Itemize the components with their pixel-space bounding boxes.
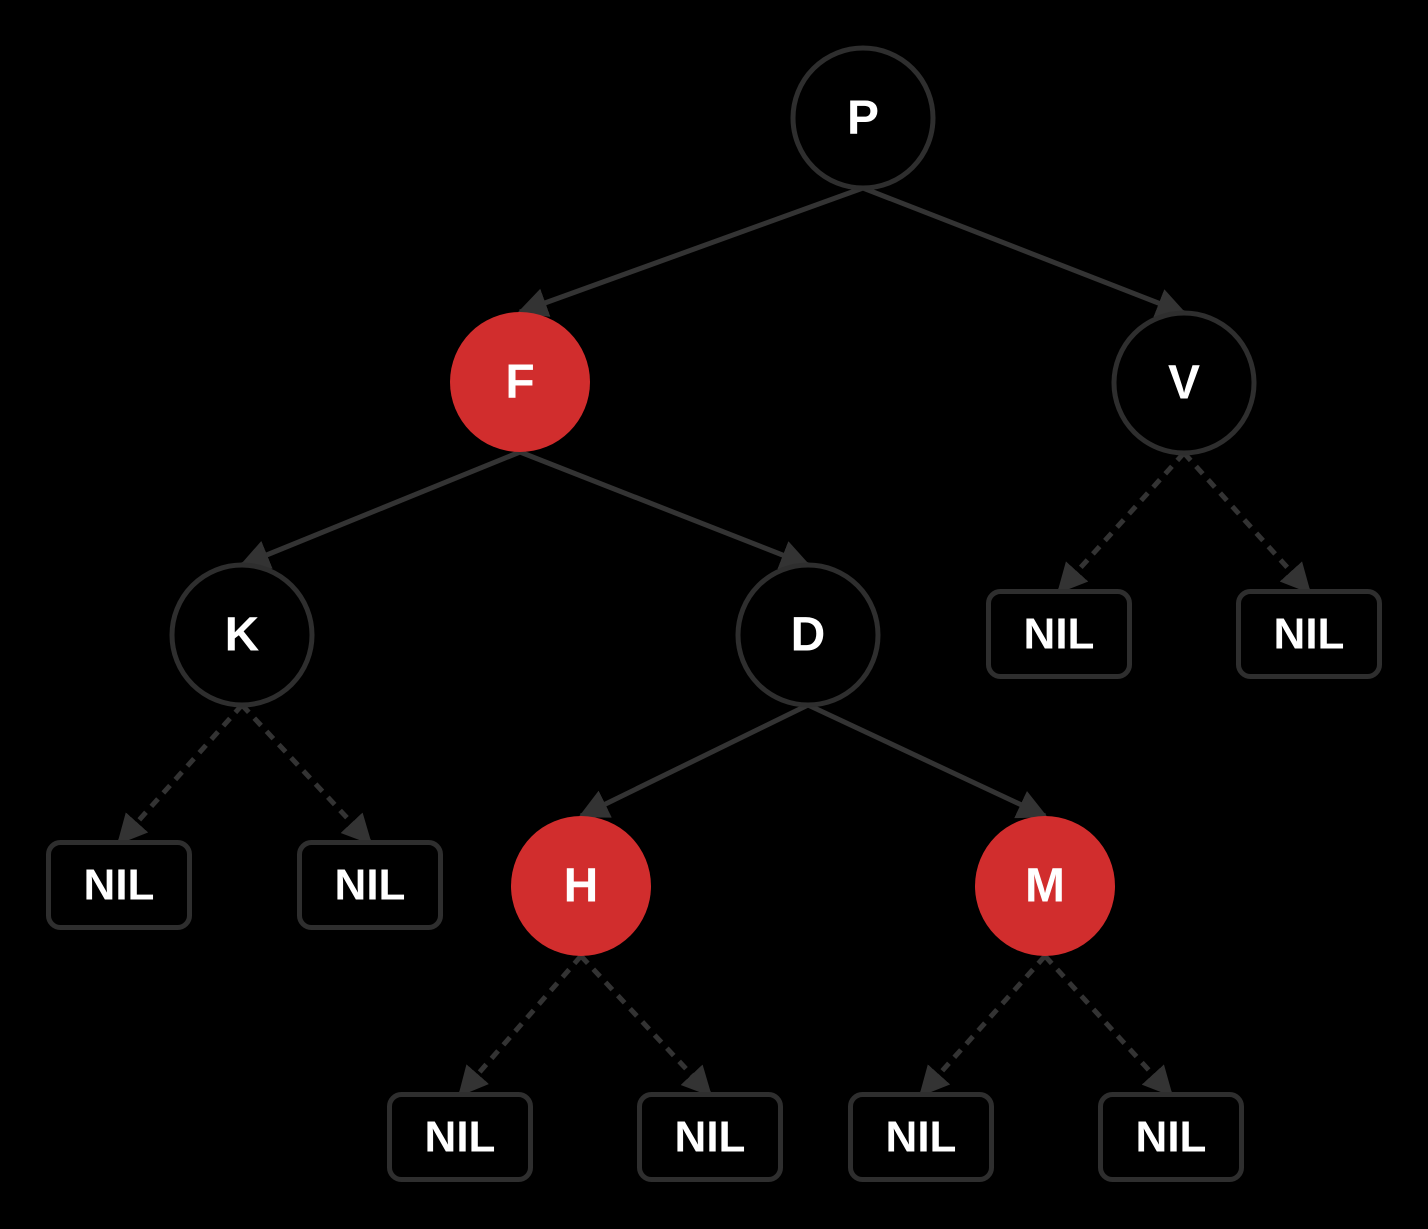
edge-F-K-solid [239,449,521,569]
nil-leaf-node-NIL-H-L: NIL [387,1092,533,1182]
black-node-circle-D [735,562,881,708]
nil-leaf-node-NIL-M-L: NIL [848,1092,994,1182]
edge-H-NIL-H-R-dashed [579,954,713,1097]
node-label-NIL-K-L: NIL [84,861,155,910]
nil-box-NIL-V-R [1236,589,1382,679]
tree-node-H: H [511,816,651,956]
nil-box-NIL-H-L [387,1092,533,1182]
edge-K-NIL-K-L-dashed [116,703,244,845]
nil-leaf-node-NIL-V-L: NIL [986,589,1132,679]
black-node-circle-K [169,562,315,708]
tree-node-P: P [790,45,936,191]
node-label-D: D [791,609,826,662]
edge-H-NIL-H-L-dashed [458,954,583,1097]
edge-M-NIL-M-L-dashed [918,954,1047,1097]
edge-F-D-solid [519,449,811,570]
edge-V-NIL-V-R-dashed [1182,451,1312,594]
nil-box-NIL-M-R [1098,1092,1244,1182]
red-node-circle-M [975,816,1115,956]
edge-D-H-solid [578,702,810,819]
node-label-K: K [225,609,260,662]
node-label-P: P [847,92,879,145]
edge-D-M-solid [806,702,1048,819]
node-label-V: V [1168,357,1200,410]
tree-node-F: F [450,312,590,452]
nil-box-NIL-K-L [46,840,192,930]
node-label-NIL-M-L: NIL [886,1113,957,1162]
nil-leaf-node-NIL-H-R: NIL [637,1092,783,1182]
red-node-circle-F [450,312,590,452]
nil-leaf-node-NIL-K-R: NIL [297,840,443,930]
node-label-M: M [1025,860,1065,913]
black-node-circle-P [790,45,936,191]
node-label-NIL-V-L: NIL [1024,610,1095,659]
nil-box-NIL-M-L [848,1092,994,1182]
tree-node-D: D [735,562,881,708]
edge-V-NIL-V-L-dashed [1056,451,1186,594]
node-label-H: H [564,860,599,913]
node-label-NIL-K-R: NIL [335,861,406,910]
edge-M-NIL-M-R-dashed [1043,954,1174,1097]
node-label-NIL-M-R: NIL [1136,1113,1207,1162]
tree-node-K: K [169,562,315,708]
edge-P-F-solid [517,185,864,317]
node-label-NIL-V-R: NIL [1274,610,1345,659]
node-label-F: F [505,356,534,409]
tree-node-V: V [1111,310,1257,456]
node-label-NIL-H-R: NIL [675,1113,746,1162]
nil-leaf-node-NIL-K-L: NIL [46,840,192,930]
edge-K-NIL-K-R-dashed [240,703,373,845]
tree-node-M: M [975,816,1115,956]
node-label-NIL-H-L: NIL [425,1113,496,1162]
nil-box-NIL-K-R [297,840,443,930]
nil-box-NIL-V-L [986,589,1132,679]
black-node-circle-V [1111,310,1257,456]
nil-box-NIL-H-R [637,1092,783,1182]
edge-P-V-solid [862,185,1187,318]
red-node-circle-H [511,816,651,956]
nil-leaf-node-NIL-V-R: NIL [1236,589,1382,679]
nil-leaf-node-NIL-M-R: NIL [1098,1092,1244,1182]
